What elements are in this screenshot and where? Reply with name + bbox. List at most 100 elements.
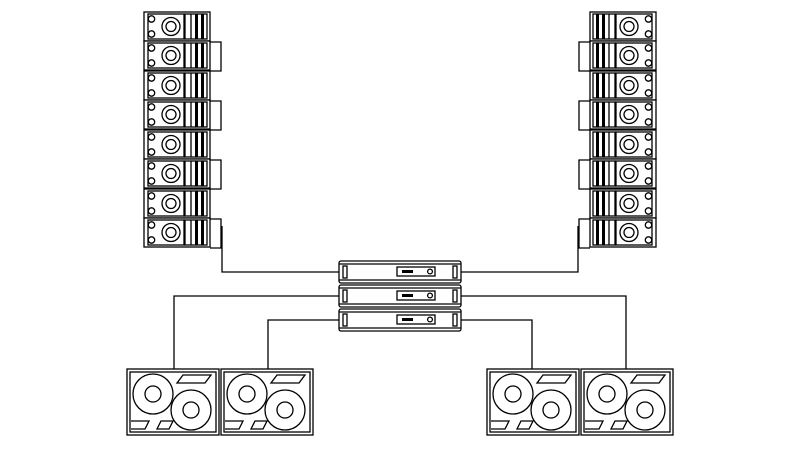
woofer-cone-icon xyxy=(623,20,635,33)
woofer-icon xyxy=(619,16,639,37)
module-housing xyxy=(143,188,211,219)
sub-port xyxy=(131,420,151,430)
line-array-cabinet xyxy=(578,188,657,249)
driver-panel xyxy=(147,101,185,128)
sub-port xyxy=(515,420,535,430)
slat xyxy=(602,191,605,216)
module-housing xyxy=(143,158,211,189)
rigging-bracket xyxy=(578,100,590,131)
tweeter-icon xyxy=(644,192,653,200)
woofer-cone-icon xyxy=(165,226,177,239)
sub-cone-icon xyxy=(598,385,616,403)
slat xyxy=(195,161,198,186)
sub-woofer-icon xyxy=(264,389,306,431)
woofer-cone-icon xyxy=(623,197,635,210)
slat xyxy=(195,43,198,68)
rigging-bracket xyxy=(210,41,222,72)
tweeter-icon xyxy=(147,221,156,229)
slat xyxy=(201,102,204,127)
tweeter-icon xyxy=(147,162,156,170)
slat xyxy=(602,161,605,186)
tweeter-icon xyxy=(147,74,156,82)
tweeter-icon xyxy=(644,89,653,97)
amp-knob-icon xyxy=(426,316,434,323)
line-array-module xyxy=(589,11,657,42)
power-amplifier-icon xyxy=(338,260,462,284)
sub-port xyxy=(629,374,667,384)
tweeter-icon xyxy=(147,30,156,38)
woofer-cone-icon xyxy=(165,49,177,62)
sub-grille xyxy=(583,371,671,433)
line-array-cabinet xyxy=(143,188,222,249)
woofer-icon xyxy=(161,104,181,125)
sub-cone-icon xyxy=(182,401,200,419)
module-housing xyxy=(589,11,657,42)
driver-panel xyxy=(615,13,653,40)
line-array-module xyxy=(143,129,211,160)
line-array-module xyxy=(589,40,657,71)
signal-cable xyxy=(267,319,340,369)
line-array-module xyxy=(143,99,211,130)
driver-panel xyxy=(615,160,653,187)
tweeter-icon xyxy=(147,118,156,126)
slat xyxy=(201,14,204,39)
slat xyxy=(195,14,198,39)
tweeter-icon xyxy=(147,148,156,156)
signal-cable xyxy=(460,319,533,369)
amp-indicator xyxy=(402,318,413,321)
module-housing xyxy=(589,217,657,248)
rack-ear xyxy=(452,289,458,303)
slat xyxy=(596,43,599,68)
rigging-bracket xyxy=(210,218,222,249)
driver-panel xyxy=(147,131,185,158)
sub-woofer-icon xyxy=(226,373,268,415)
woofer-icon xyxy=(161,75,181,96)
tweeter-icon xyxy=(147,15,156,23)
line-array-cabinet xyxy=(578,11,657,72)
slat xyxy=(195,102,198,127)
woofer-icon xyxy=(161,193,181,214)
subwoofer-cabinet-icon xyxy=(486,368,580,436)
driver-panel xyxy=(147,160,185,187)
woofer-icon xyxy=(161,134,181,155)
tweeter-icon xyxy=(644,207,653,215)
woofer-cone-icon xyxy=(623,167,635,180)
woofer-icon xyxy=(619,134,639,155)
subwoofer-cabinet-icon xyxy=(580,368,674,436)
module-housing xyxy=(589,129,657,160)
amp-indicator xyxy=(402,294,413,297)
module-housing xyxy=(143,217,211,248)
tweeter-icon xyxy=(147,192,156,200)
slat xyxy=(201,161,204,186)
left-line-array xyxy=(143,11,222,249)
tweeter-icon xyxy=(147,44,156,52)
line-array-cabinet xyxy=(143,70,222,131)
rigging-bracket xyxy=(578,159,590,190)
signal-cable xyxy=(221,226,340,273)
rack-ear xyxy=(452,265,458,279)
woofer-icon xyxy=(161,45,181,66)
tweeter-icon xyxy=(147,59,156,67)
tweeter-icon xyxy=(644,118,653,126)
slat xyxy=(201,132,204,157)
rigging-bracket xyxy=(210,100,222,131)
rigging-bracket xyxy=(578,218,590,249)
rack-ear xyxy=(452,313,458,327)
line-array-cabinet xyxy=(578,70,657,131)
line-array-module xyxy=(589,158,657,189)
slat xyxy=(201,43,204,68)
tweeter-icon xyxy=(644,177,653,185)
tweeter-icon xyxy=(644,148,653,156)
sub-grille xyxy=(129,371,217,433)
line-array-module xyxy=(589,217,657,248)
woofer-cone-icon xyxy=(623,108,635,121)
module-housing xyxy=(589,158,657,189)
slat xyxy=(602,132,605,157)
woofer-icon xyxy=(161,16,181,37)
slat xyxy=(602,14,605,39)
slat xyxy=(195,191,198,216)
driver-panel xyxy=(615,131,653,158)
sub-cone-icon xyxy=(238,385,256,403)
tweeter-icon xyxy=(644,221,653,229)
